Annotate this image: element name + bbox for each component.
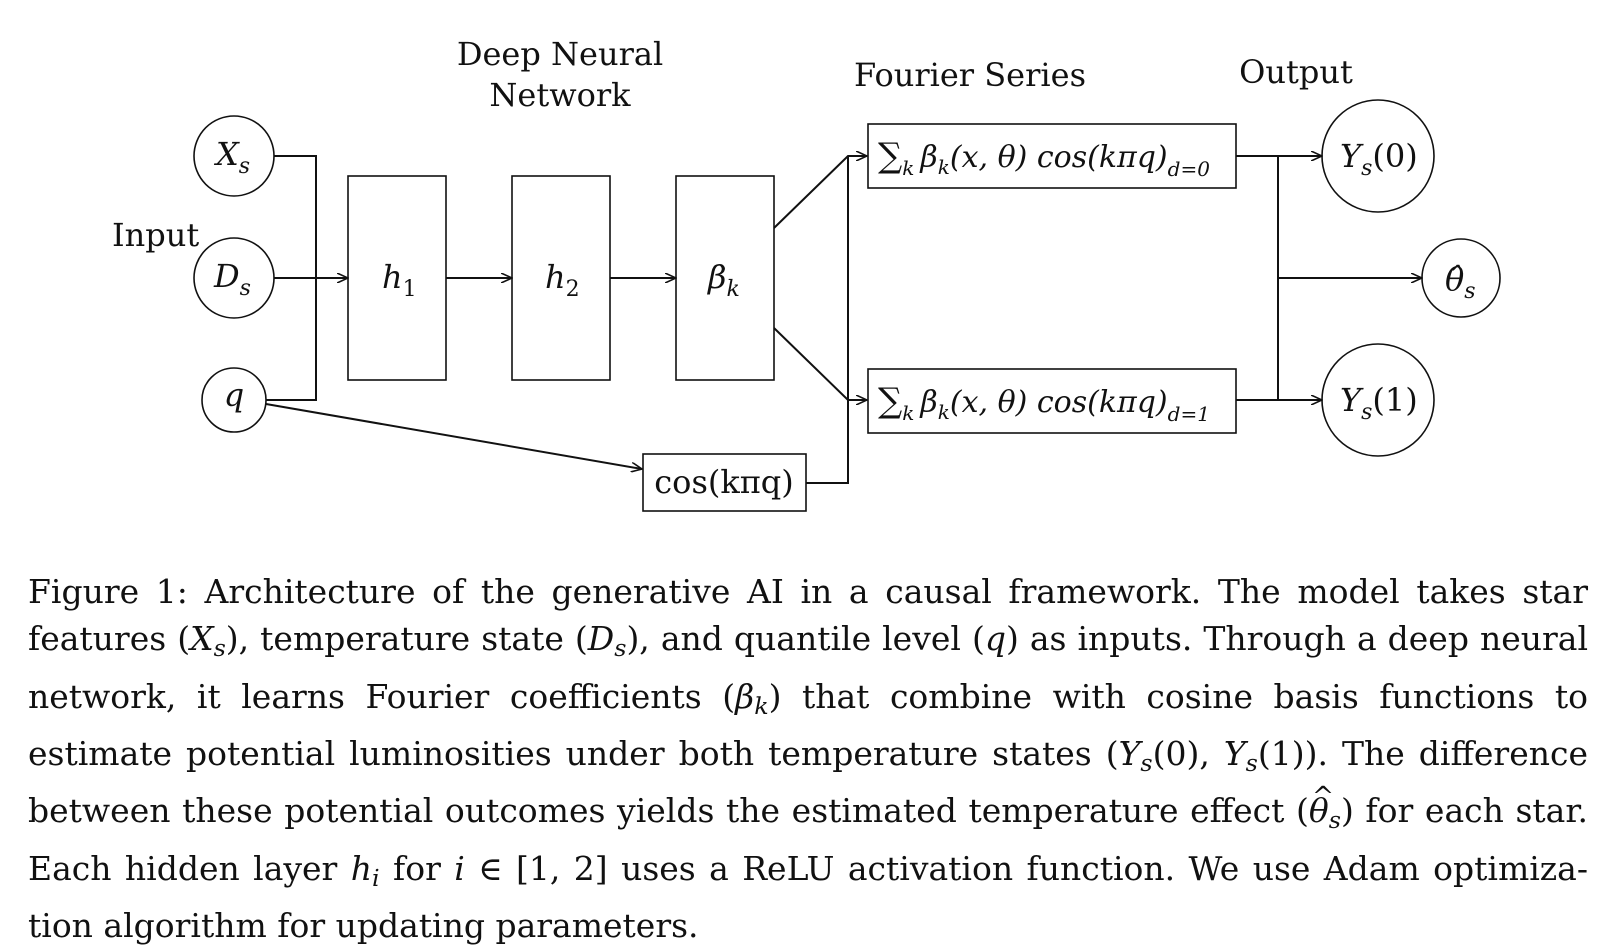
dnn-label-line1: Deep Neural <box>457 35 663 73</box>
cos-basis-box: cos(kπq) <box>642 453 807 512</box>
architecture-diagram: Input Deep Neural Network Fourier Series… <box>112 35 1501 512</box>
output-lines <box>1236 156 1422 400</box>
fourier-input-lines <box>773 156 867 484</box>
svg-text:h1: h1 <box>382 258 417 302</box>
dnn-label-line2: Network <box>489 76 631 114</box>
output-node-ys0: Ys(0) <box>1321 99 1435 213</box>
input-node-xs: Xs <box>193 115 275 197</box>
svg-text:∑kβk(x, θ) cos(kπq)d=0: ∑kβk(x, θ) cos(kπq)d=0 <box>878 136 1210 181</box>
svg-text:cos(kπq): cos(kπq) <box>654 463 793 501</box>
fourier-series-label: Fourier Series <box>854 56 1086 94</box>
svg-text:h2: h2 <box>545 258 580 302</box>
svg-text:βk: βk <box>707 258 740 302</box>
svg-text:Ys(0): Ys(0) <box>1340 137 1418 181</box>
output-node-ys1: Ys(1) <box>1321 343 1435 457</box>
input-node-q: q <box>201 367 267 433</box>
svg-text:θ̂s: θ̂s <box>1445 260 1476 304</box>
input-bus-lines <box>266 155 348 401</box>
svg-text:Ds: Ds <box>213 257 251 301</box>
hidden-layer-h1: h1 <box>347 175 447 381</box>
q-to-cos-arrow <box>265 403 642 469</box>
output-node-theta-hat: θ̂s <box>1421 238 1501 318</box>
input-label: Input <box>112 216 199 254</box>
hidden-layer-h2: h2 <box>511 175 611 381</box>
svg-text:Ys(1): Ys(1) <box>1340 381 1418 425</box>
svg-text:q: q <box>224 376 244 414</box>
input-node-ds: Ds <box>193 237 275 319</box>
svg-text:Xs: Xs <box>213 135 250 179</box>
svg-text:∑kβk(x, θ) cos(kπq)d=1: ∑kβk(x, θ) cos(kπq)d=1 <box>878 381 1210 426</box>
coefficient-layer-beta-k: βk <box>675 175 775 381</box>
figure-caption: Figure 1: Architecture of the generative… <box>28 568 1588 950</box>
output-label: Output <box>1239 53 1353 91</box>
